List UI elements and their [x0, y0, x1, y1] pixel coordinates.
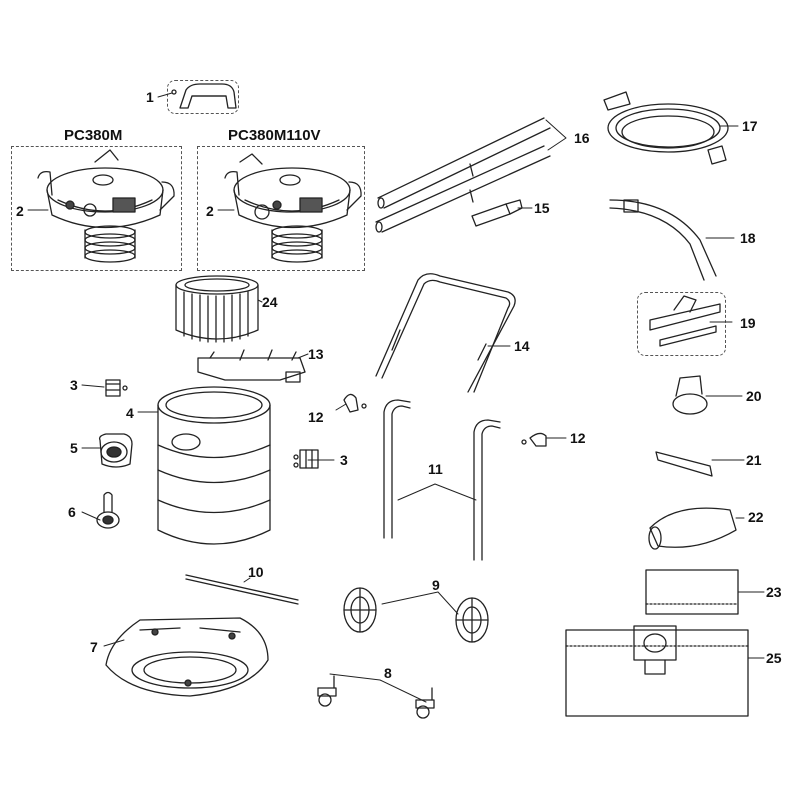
motor-head-pc380m110v: [225, 154, 361, 262]
hose-part: [604, 92, 728, 164]
dusting-brush-part: [673, 376, 707, 414]
caster-part-b: [416, 688, 434, 718]
cartridge-filter-part: [176, 276, 258, 342]
callout-22: 22: [748, 509, 764, 525]
wheel-part-a: [344, 588, 376, 632]
filter-bag-flat-part: [646, 570, 738, 614]
crevice-tool-part: [656, 452, 712, 476]
callout-25: 25: [766, 650, 782, 666]
inlet-part: [100, 434, 132, 467]
callout-17: 17: [742, 118, 758, 134]
callout-13: 13: [308, 346, 324, 362]
handle-part: [172, 84, 236, 108]
push-handle-part: [376, 274, 515, 392]
callout-10: 10: [248, 564, 264, 580]
callout-7: 7: [90, 639, 98, 655]
callout-1: 1: [146, 89, 154, 105]
clamp-part-a: [344, 394, 366, 412]
base-part: [106, 618, 268, 696]
callout-9: 9: [432, 577, 440, 593]
callout-12-right: 12: [570, 430, 586, 446]
part-19-box: [637, 292, 726, 356]
callout-15: 15: [534, 200, 550, 216]
leader-lines: [28, 93, 764, 702]
latch-part-a: [106, 380, 127, 396]
callout-18: 18: [740, 230, 756, 246]
callout-20: 20: [746, 388, 762, 404]
frame-leg-part-a: [384, 400, 410, 538]
callout-3-left: 3: [70, 377, 78, 393]
dust-bag-part: [566, 626, 748, 716]
callout-8: 8: [384, 665, 392, 681]
model-pc380m-box: [11, 146, 182, 271]
callout-12-left: 12: [308, 409, 324, 425]
callout-4: 4: [126, 405, 134, 421]
frame-leg-part-b: [474, 420, 500, 560]
callout-6: 6: [68, 504, 76, 520]
drum-part: [158, 387, 270, 544]
part-1-box: [167, 80, 239, 114]
adaptor-part: [472, 200, 522, 226]
callout-11: 11: [428, 461, 443, 477]
extension-wand-part: [376, 118, 550, 232]
callout-14: 14: [514, 338, 530, 354]
bent-wand-part: [610, 200, 716, 280]
callout-24: 24: [262, 294, 278, 310]
latch-part-b: [294, 450, 318, 468]
filter-sleeve-part: [649, 508, 736, 549]
callout-19: 19: [740, 315, 756, 331]
model-title-pc380m: PC380M: [64, 127, 123, 144]
callout-2-pc380m: 2: [16, 203, 24, 219]
callout-2-pc380m110v: 2: [206, 203, 214, 219]
callout-23: 23: [766, 584, 782, 600]
floor-nozzle-part: [650, 296, 720, 346]
rod-part: [186, 575, 298, 604]
motor-head-pc380m: [38, 150, 174, 262]
callout-16: 16: [574, 130, 590, 146]
model-title-pc380m110v: PC380M110V: [228, 127, 321, 144]
float-cage-part: [198, 350, 305, 382]
model-pc380m110v-box: [197, 146, 365, 271]
caster-part-a: [318, 676, 336, 706]
clamp-part-b: [522, 433, 546, 446]
wheel-part-b: [456, 598, 488, 642]
callout-5: 5: [70, 440, 78, 456]
callout-3-right: 3: [340, 452, 348, 468]
callout-21: 21: [746, 452, 762, 468]
hose-connector-part: [97, 493, 119, 529]
